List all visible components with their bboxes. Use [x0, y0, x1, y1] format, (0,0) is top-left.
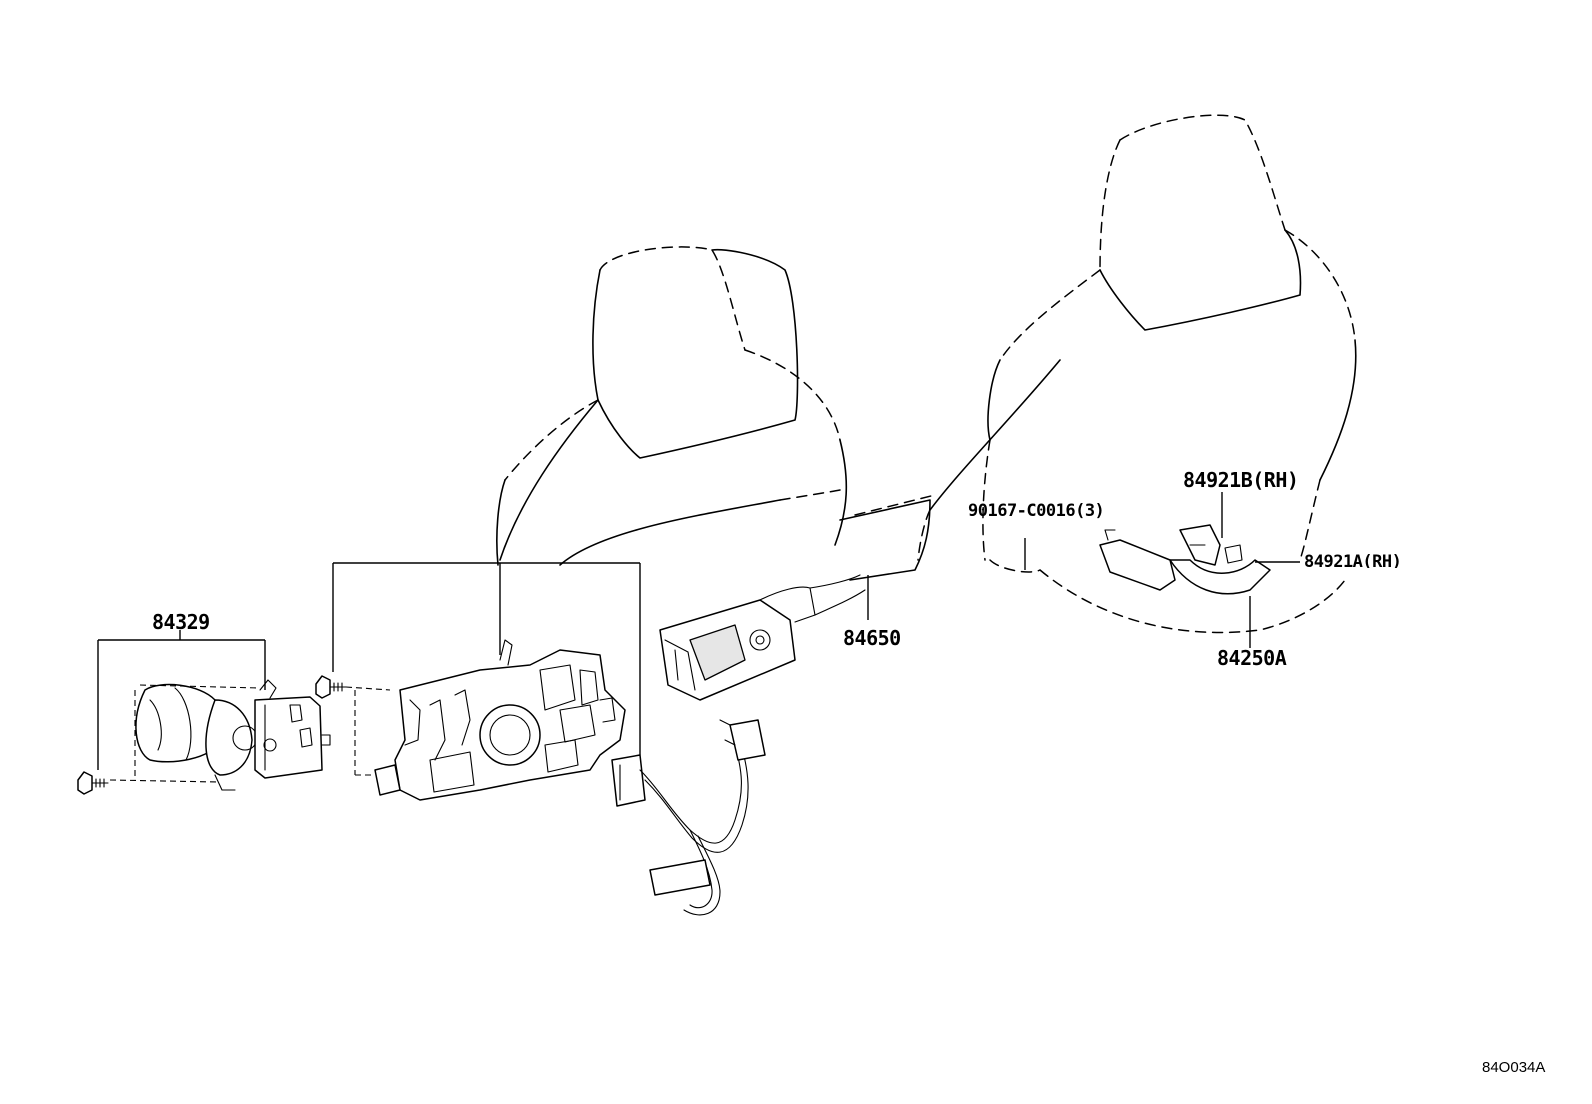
part-label-84250a[interactable]: 84250A	[1217, 646, 1287, 670]
screw-left	[77, 771, 109, 795]
combination-switch-body	[374, 639, 626, 801]
right-seat-outline	[917, 114, 1357, 634]
column-shaft	[839, 494, 936, 581]
part-label-84650[interactable]: 84650	[843, 626, 901, 650]
screw-center	[315, 675, 391, 776]
spiral-cable-assembly	[659, 574, 866, 701]
part-label-84329[interactable]: 84329	[152, 610, 210, 634]
leader-lines	[97, 492, 1300, 770]
wire-harness	[611, 719, 766, 916]
paddle-switch-assembly	[1099, 524, 1271, 595]
part-label-84921a-rh[interactable]: 84921A(RH)	[1304, 554, 1402, 568]
diagram-code: 84O034A	[1482, 1059, 1546, 1076]
part-label-90167-c0016[interactable]: 90167-C0016(3)	[968, 501, 1105, 521]
light-switch-assembly	[109, 679, 331, 791]
part-label-84921b-rh[interactable]: 84921B(RH)	[1183, 468, 1299, 492]
left-seat-outline	[496, 246, 848, 566]
